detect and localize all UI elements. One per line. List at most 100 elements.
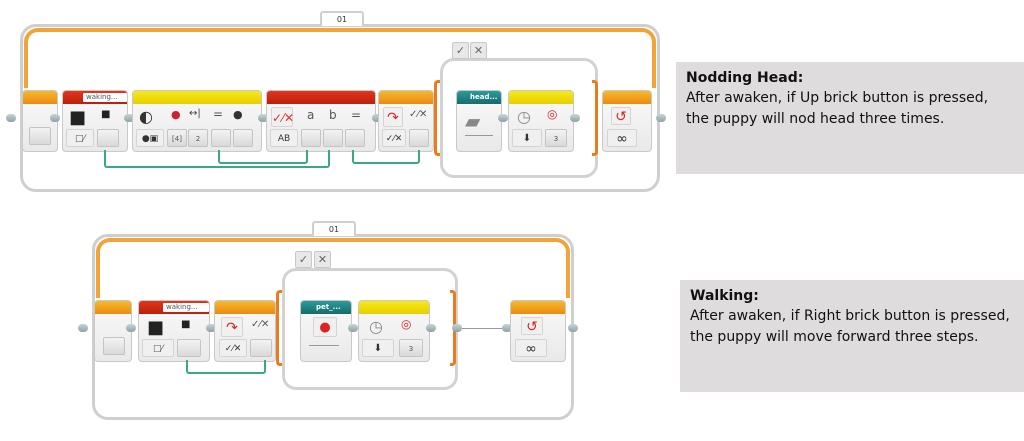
connector-plug [372,114,382,122]
my-block-head[interactable]: head... ▰ [456,90,502,152]
loop-end-header [511,301,565,314]
loop-end-block[interactable]: ↺ ∞ [510,300,566,362]
connector-plug [124,114,134,122]
logic-input-icon: ✓⁄✕ [251,319,270,330]
wait-count-input[interactable]: 3 [545,129,567,147]
caption-body: After awaken, if Up brick button is pres… [686,90,989,127]
divider [309,345,339,346]
state-input[interactable]: 2 [188,129,208,147]
loop-start-slot[interactable] [103,337,125,355]
compare-equals-icon: = [213,107,224,121]
case-true-tab[interactable]: ✓ [295,251,312,268]
sensor-mode-selector[interactable]: ●▣ [136,129,164,147]
brick-button-compare-block[interactable]: ◐ ● ↔| = ● ●▣ [4] 2 [132,90,262,152]
input-b-slot[interactable] [323,129,343,147]
my-block-header [457,91,501,104]
connector-plug [498,114,508,122]
caption-nodding-head: Nodding Head: After awaken, if Up brick … [676,62,1024,174]
timer-icon: ◷ [369,317,383,336]
loop-mode-selector[interactable]: ∞ [515,339,547,357]
small-briefcase-icon: ■ [181,319,191,330]
wait-block[interactable]: ◷ ◎ ⬇ 3 [508,90,574,152]
wait-header [509,91,573,104]
switch-input-slot[interactable] [250,339,272,357]
variable-mode-selector[interactable]: □⁄ [66,129,94,147]
my-block-header [301,301,351,314]
wait-mode-selector[interactable]: ⬇ [512,129,542,147]
case-false-tab[interactable]: ✕ [470,42,487,59]
wait-mode-selector[interactable]: ⬇ [362,339,394,357]
my-block-pet[interactable]: pet_... ● [300,300,352,362]
variable-mode-selector[interactable]: □⁄ [142,339,174,357]
switch-bracket-left [276,290,282,366]
caption-title: Walking: [690,288,759,304]
wait-header [359,301,429,314]
small-briefcase-icon: ■ [101,109,111,120]
caption-title: Nodding Head: [686,70,804,86]
loop-end-header [603,91,651,104]
wait-block[interactable]: ◷ ◎ ⬇ 3 [358,300,430,362]
count-icon: ◎ [401,317,412,331]
connector-plug [206,324,216,332]
loop-start-header [23,91,57,104]
logic-operations-block[interactable]: ✓⁄✕ a b = AB [266,90,376,152]
wait-count-input[interactable]: 3 [399,339,423,357]
state-icon: ↔| [189,108,201,119]
loop-start-slot[interactable] [29,127,51,145]
connector-plug [348,324,358,332]
loop-mode-selector[interactable]: ∞ [607,129,637,147]
loop-start-block[interactable] [94,300,132,362]
loop-name-tab[interactable]: 01 [320,11,364,26]
loop-name-tab[interactable]: 01 [312,221,356,236]
input-a-slot[interactable] [301,129,321,147]
sensor-header [133,91,261,104]
variable-name[interactable]: waking... [163,303,209,312]
variable-output-slot[interactable] [97,129,119,147]
variable-block[interactable]: waking... ■ ■ □⁄ [138,300,210,362]
switch-mode-selector[interactable]: ✓⁄✕ [219,339,247,357]
switch-block[interactable]: ↷ ✓⁄✕ ✓⁄✕ [378,90,434,152]
switch-header [215,301,275,314]
connector-plug [570,114,580,122]
caption-walking: Walking: After awaken, if Right brick bu… [680,280,1024,392]
variable-block[interactable]: waking... ■ ■ □⁄ [62,90,128,152]
input-b-label: b [329,108,337,122]
case-true-tab[interactable]: ✓ [452,42,469,59]
case-false-tab[interactable]: ✕ [314,251,331,268]
logic-input-icon: ✓⁄✕ [409,109,428,120]
data-wire [186,360,266,374]
logic-output-slot[interactable] [345,129,365,147]
connector-plug [50,114,60,122]
my-block-name[interactable]: pet_... [316,303,341,311]
loop-arrow-icon: ↺ [521,317,543,335]
brain-head-icon: ● [313,317,337,337]
loop-wire [24,28,656,88]
switch-block[interactable]: ↷ ✓⁄✕ ✓⁄✕ [214,300,276,362]
switch-arrow-icon: ↷ [383,107,403,127]
connector-plug [258,114,268,122]
switch-input-slot[interactable] [409,129,429,147]
connector-plug [568,324,578,332]
switch-header [379,91,433,104]
variable-name[interactable]: waking... [83,93,127,102]
connector-plug [6,114,16,122]
divider [465,135,493,136]
my-block-name[interactable]: head... [470,93,498,101]
loop-end-block[interactable]: ↺ ∞ [602,90,652,152]
connector-plug [426,324,436,332]
data-wire [218,150,308,164]
logic-mode-selector[interactable]: AB [270,129,298,147]
sequence-wire [462,328,506,329]
loop-start-block[interactable] [22,90,58,152]
connector-plug [78,324,88,332]
loop-start-header [95,301,131,314]
variable-output-slot[interactable] [177,339,201,357]
switch-mode-selector[interactable]: ✓⁄✕ [382,129,406,147]
button-ids-input[interactable]: [4] [167,129,187,147]
loop-arrow-icon: ↺ [611,107,631,125]
brick-button-icon: ◐ [139,107,153,126]
result-icon: ● [233,108,243,121]
button-output-slot[interactable] [233,129,253,147]
loop-wire [96,238,570,298]
compare-output-slot[interactable] [211,129,231,147]
